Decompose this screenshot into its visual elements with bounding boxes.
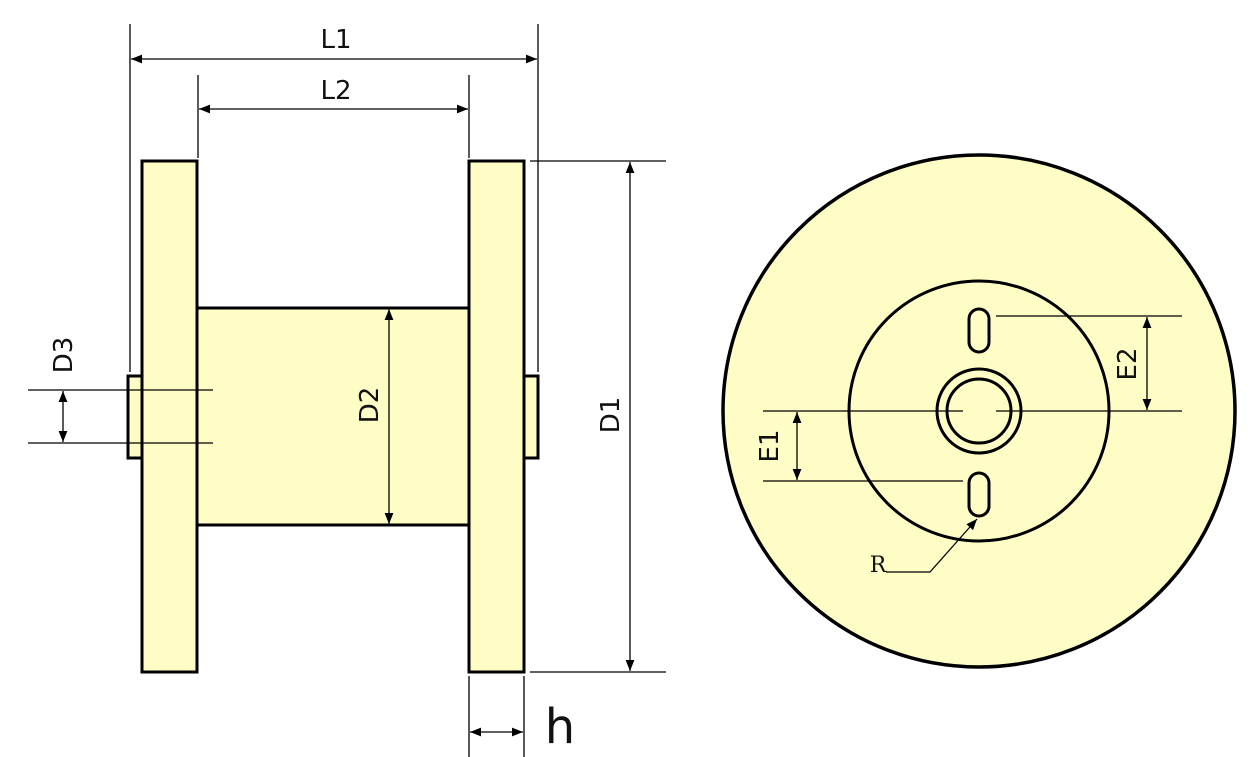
front-view: E1 E2 R bbox=[721, 153, 1237, 669]
dimension-l1 bbox=[129, 24, 539, 372]
dimension-d1 bbox=[530, 160, 666, 673]
label-d1: D1 bbox=[596, 397, 626, 434]
label-d3: D3 bbox=[49, 337, 79, 374]
lower-slot bbox=[967, 471, 991, 518]
label-l2: L2 bbox=[320, 76, 351, 106]
barrel bbox=[195, 306, 471, 527]
label-l1: L1 bbox=[320, 25, 351, 55]
label-e2: E2 bbox=[1113, 348, 1143, 381]
left-hub-stub bbox=[126, 374, 144, 460]
right-hub-stub bbox=[522, 374, 540, 460]
label-e1: E1 bbox=[755, 430, 785, 463]
left-flange bbox=[140, 159, 199, 674]
dimension-l2 bbox=[197, 75, 470, 158]
right-flange bbox=[467, 159, 526, 674]
dimension-h bbox=[468, 676, 525, 757]
front-dimension-lines bbox=[763, 315, 1182, 573]
side-view: L1 L2 D1 D2 D3 bbox=[28, 24, 666, 757]
dimension-d3 bbox=[28, 389, 213, 444]
upper-slot bbox=[967, 307, 991, 354]
label-h: h bbox=[545, 699, 575, 755]
label-r: R bbox=[870, 553, 888, 578]
label-d2: D2 bbox=[355, 387, 385, 424]
